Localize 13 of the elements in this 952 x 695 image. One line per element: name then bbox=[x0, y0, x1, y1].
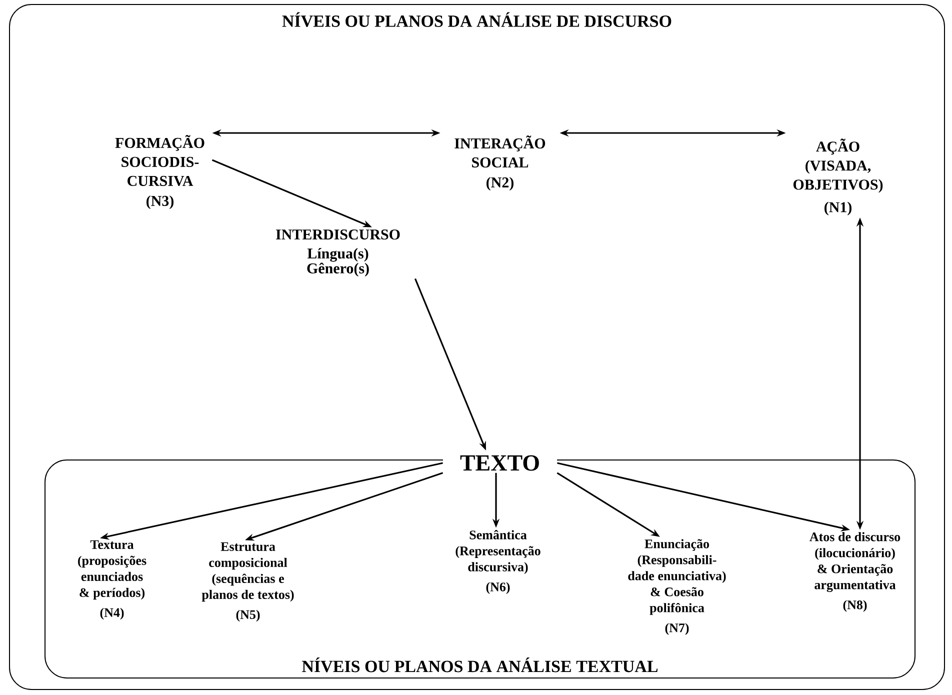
level-label: INTERDISCURSO Língua(s) Gênero(s) bbox=[276, 230, 400, 276]
level-label: AÇÃO (VISADA, OBJETIVOS) (N1) bbox=[793, 138, 883, 216]
heading: NÍVEIS OU PLANOS DA ANÁLISE DE DISCURSO bbox=[282, 12, 672, 28]
level-label: Enunciação (Responsabili- dade enunciativa) & Coesão polifônica (N7) bbox=[628, 539, 726, 635]
outer-frame bbox=[9, 4, 945, 690]
level-label: Atos de discurso (ilocucionário) & Orientação argumentativa (N8) bbox=[810, 532, 900, 612]
heading: NÍVEIS OU PLANOS DA ANÁLISE TEXTUAL bbox=[302, 657, 658, 672]
level-label: Estrutura composicional (sequências e planos de textos) (N5) bbox=[202, 542, 294, 622]
level-label: Semântica (Representação discursiva) (N6) bbox=[456, 530, 540, 594]
level-label: INTERAÇÃO SOCIAL (N2) bbox=[454, 135, 546, 191]
central-label: TEXTO bbox=[443, 453, 557, 473]
level-label: Textura (proposições enunciados & períodos) (N4) bbox=[78, 540, 146, 620]
level-label: FORMAÇÃO SOCIODIS- CURSIVA (N3) bbox=[115, 134, 204, 210]
